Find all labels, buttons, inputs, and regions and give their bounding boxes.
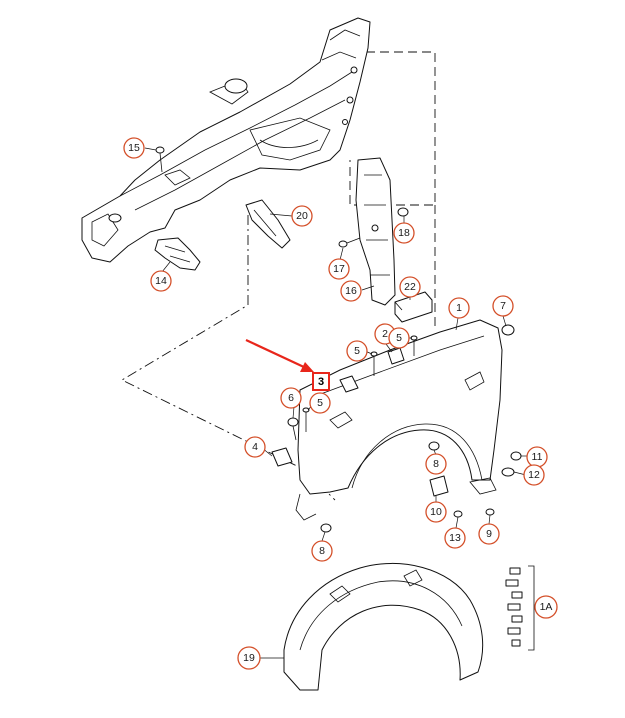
callout-12-label: 12	[528, 469, 540, 481]
side-bracket-part-16	[355, 157, 396, 306]
callout-8b-label: 8	[319, 545, 325, 557]
callout-8-upper[interactable]: 8	[425, 453, 447, 475]
callout-11-label: 11	[532, 451, 543, 463]
callout-8a-label: 8	[433, 458, 439, 470]
washer-part-12	[501, 467, 515, 477]
callout-9[interactable]: 9	[478, 523, 500, 545]
callout-5-lower[interactable]: 5	[309, 392, 331, 414]
callout-5a-label: 5	[354, 345, 360, 357]
bracket-part-10	[429, 475, 449, 497]
callout-14-label: 14	[155, 275, 167, 287]
callout-4-label: 4	[252, 441, 258, 453]
callout-14[interactable]: 14	[150, 270, 172, 292]
callout-8-lower[interactable]: 8	[311, 540, 333, 562]
reference-line-left	[121, 215, 306, 471]
callout-6[interactable]: 6	[280, 387, 302, 409]
screw-part-7	[501, 324, 515, 336]
front-wing-part-1	[295, 319, 503, 521]
callout-20-label: 20	[296, 210, 308, 222]
pad-part-22	[394, 291, 433, 323]
front-body-structure	[81, 17, 371, 263]
callout-9-label: 9	[486, 528, 492, 540]
screw-part-5	[302, 335, 418, 432]
fastener-set-part-1A	[505, 565, 535, 651]
highlight-part-3-label: 3	[318, 376, 324, 388]
callout-5c-label: 5	[317, 397, 323, 409]
screw-part-6	[287, 417, 299, 441]
screw-part-18	[397, 207, 409, 217]
callout-19[interactable]: 19	[237, 646, 261, 670]
callout-13[interactable]: 13	[444, 527, 466, 549]
clip-part-3	[339, 375, 359, 393]
callout-15[interactable]: 15	[123, 137, 145, 159]
callout-7-label: 7	[500, 300, 506, 312]
screw-part-11	[510, 451, 522, 461]
bracket-part-14	[154, 237, 201, 271]
callout-1A[interactable]: 1A	[534, 595, 558, 619]
nut-part-13	[453, 510, 463, 518]
callout-2-label: 2	[382, 328, 388, 340]
callout-16[interactable]: 16	[340, 280, 362, 302]
callout-19-label: 19	[243, 652, 255, 664]
callout-11[interactable]: 11	[526, 446, 548, 468]
leader-lines	[144, 147, 538, 659]
reference-line-upper	[349, 51, 436, 206]
callout-13-label: 13	[449, 532, 461, 544]
callout-10[interactable]: 10	[425, 501, 447, 523]
screw-part-8	[320, 441, 440, 533]
callout-22[interactable]: 22	[399, 276, 421, 298]
callout-15-label: 15	[128, 142, 140, 154]
clip-part-4	[271, 447, 293, 467]
callout-18[interactable]: 18	[393, 222, 415, 244]
callout-1-label: 1	[456, 302, 462, 314]
callout-16-label: 16	[345, 285, 357, 297]
callout-4[interactable]: 4	[244, 436, 266, 458]
callout-22-label: 22	[404, 281, 416, 293]
callout-6-label: 6	[288, 392, 294, 404]
highlight-arrow	[245, 339, 314, 372]
callout-7[interactable]: 7	[492, 295, 514, 317]
callout-20[interactable]: 20	[291, 205, 313, 227]
callout-18-label: 18	[398, 227, 410, 239]
callout-12[interactable]: 12	[523, 464, 545, 486]
highlight-part-3[interactable]: 3	[312, 372, 330, 391]
screw-part-17	[338, 237, 361, 248]
screw-part-9	[485, 508, 495, 516]
wheel-housing-liner-part-19	[283, 562, 484, 691]
callout-17-label: 17	[333, 263, 345, 275]
callout-5-upper-left[interactable]: 5	[346, 340, 368, 362]
callout-17[interactable]: 17	[328, 258, 350, 280]
callout-1A-label: 1A	[540, 601, 553, 613]
callout-1[interactable]: 1	[448, 297, 470, 319]
bracket-part-20	[245, 199, 291, 249]
callout-5b-label: 5	[396, 332, 402, 344]
callout-10-label: 10	[430, 506, 442, 518]
callout-5-upper-right[interactable]: 5	[388, 327, 410, 349]
